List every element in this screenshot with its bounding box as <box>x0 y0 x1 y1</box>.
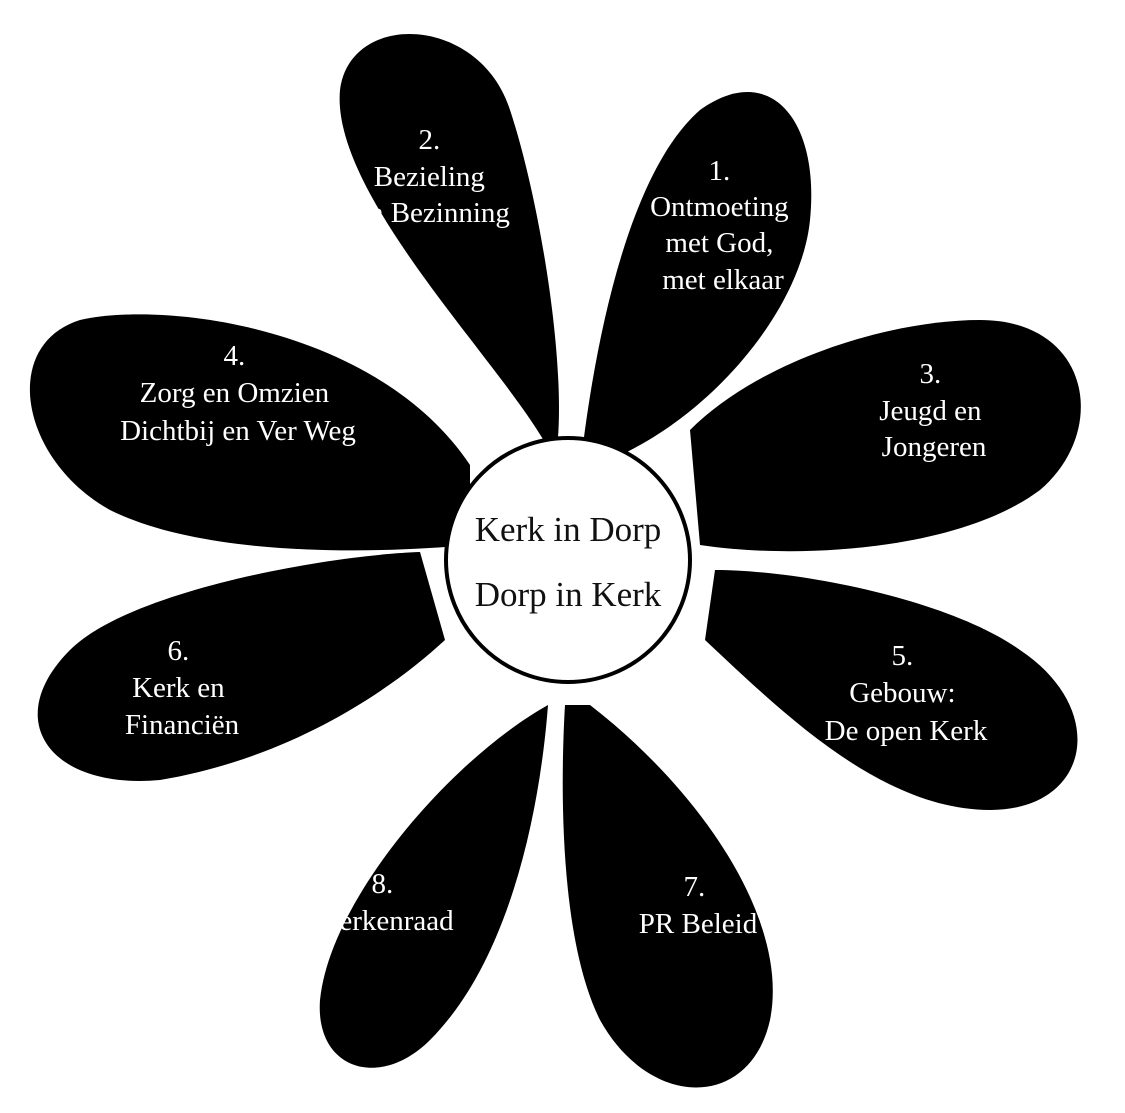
petal-8-label: 8. Kerkenraad <box>318 868 454 937</box>
petal-4-number: 4. <box>224 340 246 372</box>
petal-labels: 1. Ontmoeting met God, met elkaar 2. Bez… <box>120 124 989 940</box>
petal-4-label: 4. Zorg en Omzien Dichtbij en Ver Weg <box>120 340 356 447</box>
petal-6-shape <box>37 552 445 781</box>
petal-3-line-3: Jongeren <box>882 431 987 463</box>
petal-6-line-3: Financiën <box>125 709 240 741</box>
petal-6-label: 6. Kerk en Financiën <box>125 635 240 741</box>
petal-1-shape <box>580 92 812 471</box>
petal-4-shape <box>29 314 470 551</box>
petal-8-line-2: Kerkenraad <box>318 905 454 937</box>
petal-3-label: 3. Jeugd en Jongeren <box>879 358 989 463</box>
petal-5-label: 5. Gebouw: De open Kerk <box>825 640 988 747</box>
petal-4-line-3: Dichtbij en Ver Weg <box>120 415 356 447</box>
petal-7-number: 7. <box>684 871 706 903</box>
center-title-line-1: Kerk in Dorp <box>475 510 662 549</box>
petal-7-line-2: PR Beleid <box>639 908 758 940</box>
center-circle <box>444 436 692 684</box>
petal-2-shape <box>339 34 559 463</box>
petal-5-shape <box>705 570 1078 810</box>
petal-3-line-2: Jeugd en <box>879 395 982 427</box>
petal-3-number: 3. <box>920 358 942 390</box>
petal-6-number: 6. <box>168 635 190 667</box>
petal-1-label: 1. Ontmoeting met God, met elkaar <box>650 155 796 296</box>
petal-3-shape <box>690 320 1081 552</box>
petal-2-line-2: Bezieling <box>374 161 485 193</box>
petal-7-label: 7. PR Beleid <box>639 871 758 940</box>
petal-6-line-2: Kerk en <box>132 672 225 704</box>
petal-8-shape <box>319 705 548 1068</box>
petal-1-line-2: Ontmoeting <box>650 191 789 223</box>
petal-5-line-2: Gebouw: <box>849 677 955 709</box>
petal-2-number: 2. <box>419 124 441 156</box>
petal-2-line-3: en Bezinning <box>356 197 510 229</box>
petal-5-number: 5. <box>892 640 914 672</box>
petal-7-shape <box>562 705 773 1088</box>
petal-2-label: 2. Bezieling en Bezinning <box>356 124 510 229</box>
petal-1-number: 1. <box>709 155 731 187</box>
petal-1-line-4: met elkaar <box>662 264 784 296</box>
center-title-line-2: Dorp in Kerk <box>475 575 662 614</box>
petal-8-number: 8. <box>372 868 394 900</box>
petal-1-line-3: met God, <box>665 227 773 259</box>
petal-shapes <box>29 34 1081 1088</box>
petal-5-line-3: De open Kerk <box>825 715 988 747</box>
petal-4-line-2: Zorg en Omzien <box>140 377 330 409</box>
